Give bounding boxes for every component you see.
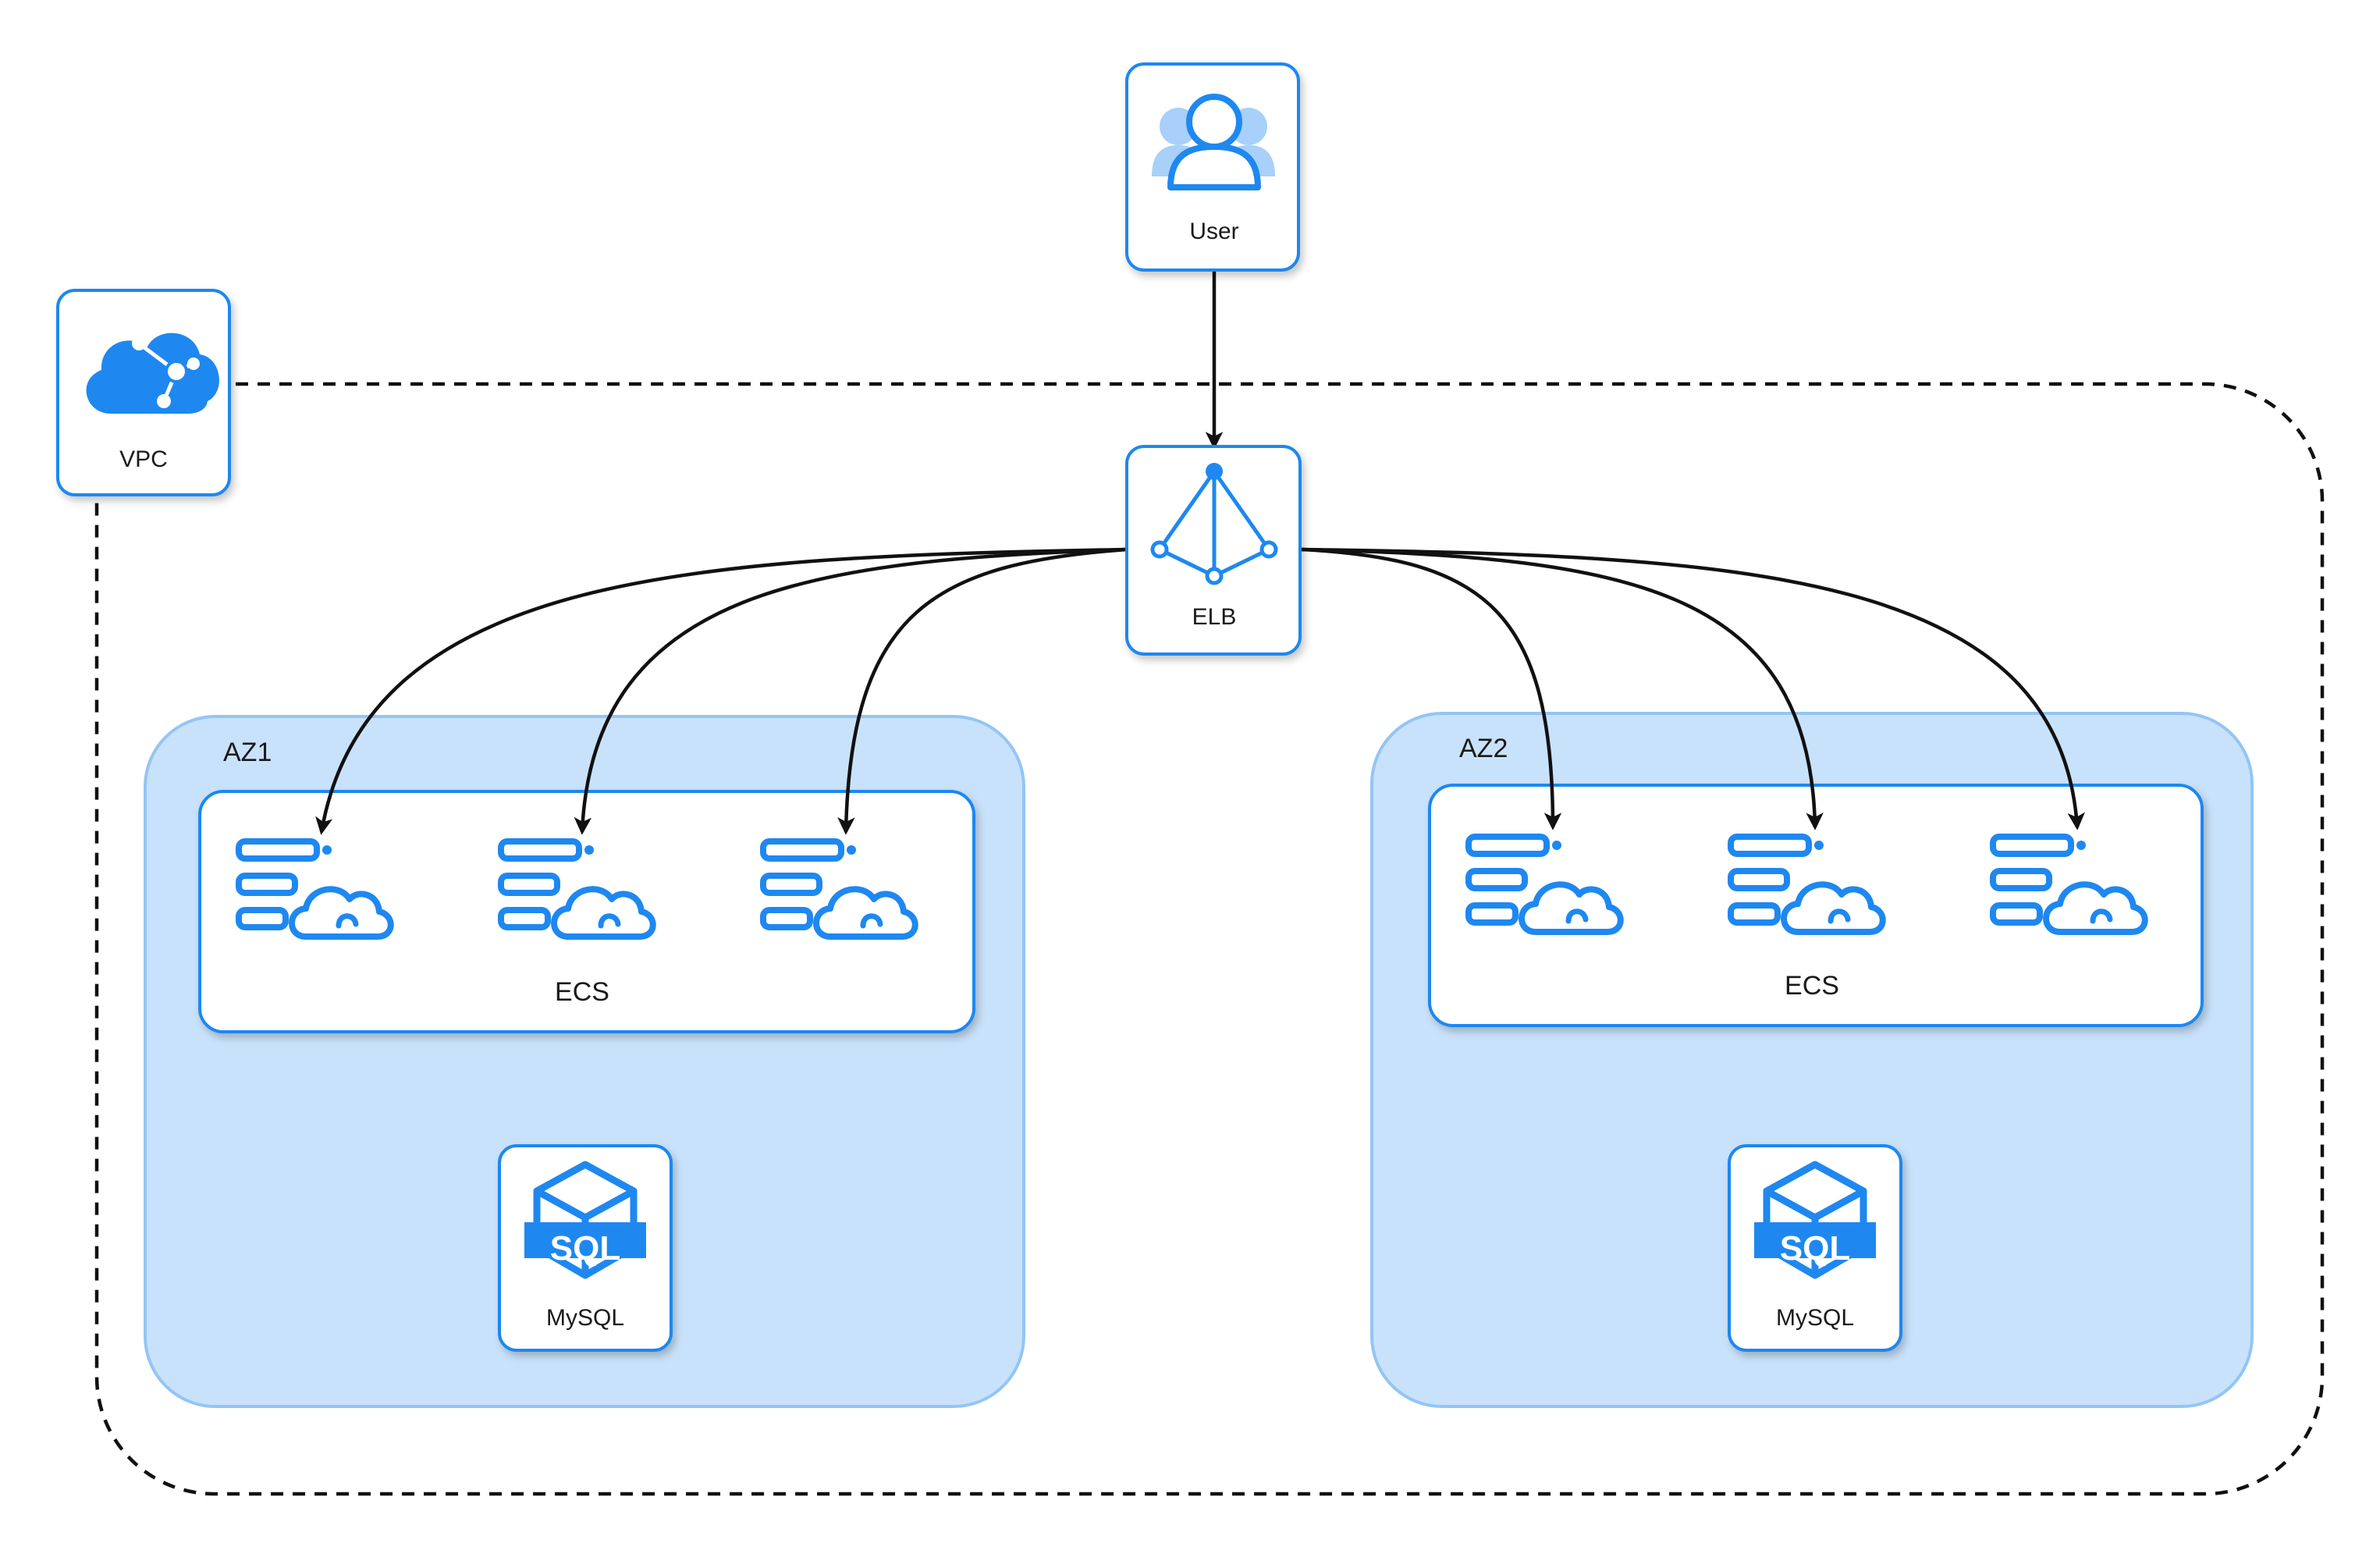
az1-mysql-label: MySQL <box>546 1305 624 1331</box>
elb-node[interactable]: ELB <box>1125 445 1302 656</box>
edge-elb-az2-ecs-2 <box>1301 547 1824 830</box>
zone-az2: AZ2 ECS SQL MySQL <box>1370 712 2254 1408</box>
user-node[interactable]: User <box>1125 62 1300 272</box>
az1-ecs-label: ECS <box>555 977 609 1007</box>
user-group-icon <box>1152 94 1275 190</box>
vpc-cloud-icon <box>86 332 219 414</box>
load-balancer-icon <box>1150 463 1278 585</box>
vpc-node[interactable]: VPC <box>56 289 231 496</box>
vpc-boundary <box>94 382 2325 1496</box>
elb-label: ELB <box>1192 604 1237 630</box>
vpc-label: VPC <box>119 446 168 472</box>
az2-mysql-icon-text: SQL <box>1780 1229 1850 1268</box>
edge-elb-az1-ecs-1 <box>315 547 1128 835</box>
edge-elb-az1-ecs-2 <box>574 547 1128 835</box>
user-label: User <box>1189 219 1238 244</box>
edge-elb-az1-ecs-3 <box>837 547 1128 835</box>
az1-mysql-icon-text: SQL <box>550 1229 620 1268</box>
az2-mysql-label: MySQL <box>1776 1305 1854 1331</box>
zone-az2-label: AZ2 <box>1459 734 1508 763</box>
edge-elb-az2-ecs-3 <box>1301 547 2085 830</box>
zone-az1: AZ1 ECS SQL MySQL <box>144 715 1025 1408</box>
zone-az1-label: AZ1 <box>223 738 272 767</box>
edge-elb-az2-ecs-1 <box>1301 547 1562 830</box>
az2-ecs-label: ECS <box>1785 971 1839 1001</box>
edges <box>315 272 2085 835</box>
